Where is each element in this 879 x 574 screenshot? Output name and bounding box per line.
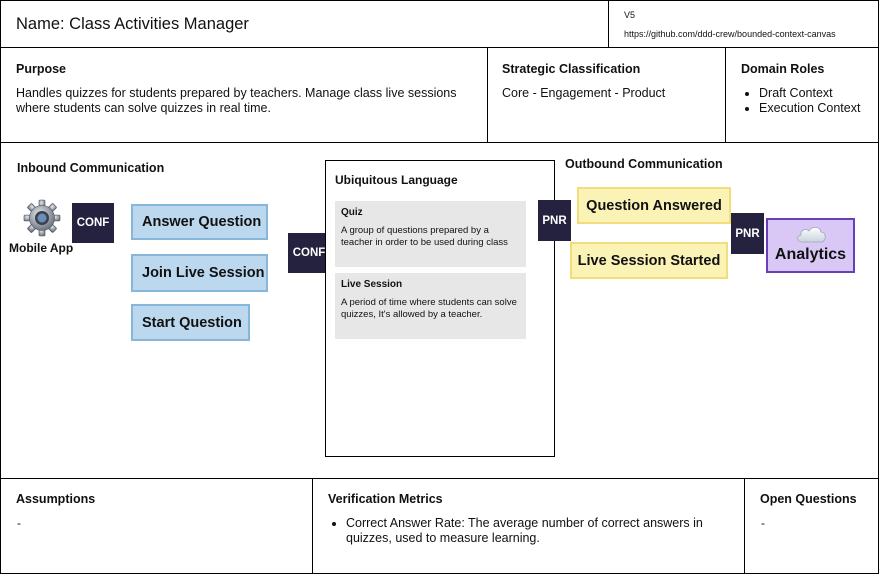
verification-item: Correct Answer Rate: The average number … bbox=[346, 516, 736, 546]
command-answer-question[interactable]: Answer Question bbox=[131, 204, 268, 240]
open-questions-text: - bbox=[761, 516, 765, 530]
conf-relationship-badge: CONF bbox=[72, 203, 114, 243]
domain-roles-list: Draft Context Execution Context bbox=[741, 86, 860, 116]
strategic-title: Strategic Classification bbox=[502, 62, 641, 76]
term-card: Quiz A group of questions prepared by a … bbox=[335, 201, 526, 267]
gear-icon bbox=[23, 199, 61, 237]
verification-title: Verification Metrics bbox=[328, 492, 443, 506]
domain-role-item: Draft Context bbox=[759, 86, 860, 101]
term-description: A group of questions prepared by a teach… bbox=[341, 225, 508, 248]
purpose-title: Purpose bbox=[16, 62, 67, 76]
verification-cell: Verification Metrics Correct Answer Rate… bbox=[312, 478, 745, 574]
domain-roles-title: Domain Roles bbox=[741, 62, 825, 76]
assumptions-title: Assumptions bbox=[16, 492, 96, 506]
term-name: Live Session bbox=[341, 279, 403, 290]
inbound-title: Inbound Communication bbox=[17, 161, 165, 175]
ubiquitous-title: Ubiquitous Language bbox=[335, 173, 458, 187]
pnr-relationship-badge: PNR bbox=[538, 200, 571, 241]
conf-relationship-badge-2: CONF bbox=[288, 233, 330, 273]
external-system-label: Analytics bbox=[774, 246, 847, 263]
term-name: Quiz bbox=[341, 207, 363, 218]
external-system-analytics[interactable]: Analytics bbox=[766, 218, 855, 273]
domain-role-item: Execution Context bbox=[759, 101, 860, 116]
open-questions-cell: Open Questions - bbox=[744, 478, 879, 574]
version-label: V5 bbox=[624, 10, 636, 20]
domain-roles-cell: Domain Roles Draft Context Execution Con… bbox=[725, 47, 879, 143]
term-card: Live Session A period of time where stud… bbox=[335, 273, 526, 339]
inbound-actor-label: Mobile App bbox=[9, 241, 74, 255]
header-meta-cell: V5 https://github.com/ddd-crew/bounded-c… bbox=[608, 0, 879, 48]
verification-list: Correct Answer Rate: The average number … bbox=[328, 516, 736, 546]
term-description: A period of time where students can solv… bbox=[341, 297, 517, 320]
event-live-session-started[interactable]: Live Session Started bbox=[570, 242, 728, 279]
assumptions-text: - bbox=[17, 516, 21, 530]
canvas-url[interactable]: https://github.com/ddd-crew/bounded-cont… bbox=[624, 29, 836, 39]
assumptions-cell: Assumptions - bbox=[0, 478, 313, 574]
pnr-relationship-badge-2: PNR bbox=[731, 213, 764, 254]
purpose-text: Handles quizzes for students prepared by… bbox=[16, 86, 457, 115]
command-start-question[interactable]: Start Question bbox=[131, 304, 250, 341]
outbound-title: Outbound Communication bbox=[565, 157, 723, 171]
header-name-cell: Name: Class Activities Manager bbox=[0, 0, 609, 48]
strategic-cell: Strategic Classification Core - Engageme… bbox=[487, 47, 726, 143]
cloud-icon bbox=[794, 223, 828, 245]
open-questions-title: Open Questions bbox=[760, 492, 857, 506]
command-join-live-session[interactable]: Join Live Session bbox=[131, 254, 268, 292]
strategic-text: Core - Engagement - Product bbox=[502, 86, 666, 100]
event-question-answered[interactable]: Question Answered bbox=[577, 187, 731, 224]
canvas-name: Name: Class Activities Manager bbox=[16, 15, 249, 33]
ubiquitous-language-panel: Ubiquitous Language Quiz A group of ques… bbox=[325, 160, 555, 457]
purpose-cell: Purpose Handles quizzes for students pre… bbox=[0, 47, 488, 143]
